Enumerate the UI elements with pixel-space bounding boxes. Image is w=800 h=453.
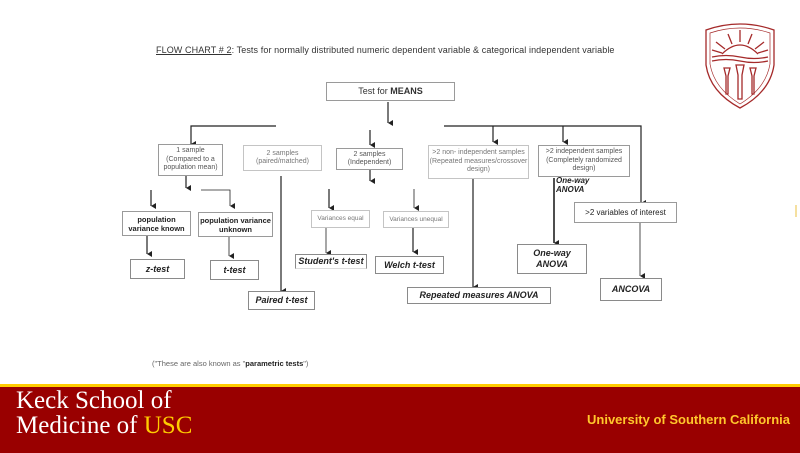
wordmark-line2: Medicine of USC <box>16 413 192 438</box>
node-two-paired: 2 samples (paired/matched) <box>243 145 322 171</box>
result-ancova: ANCOVA <box>600 278 662 301</box>
node-gt2-variables: >2 variables of interest <box>574 202 677 223</box>
edge-marker <box>795 205 797 217</box>
result-welch-t-test: Welch t-test <box>375 256 444 274</box>
footer-banner <box>0 384 800 453</box>
node-pop-var-known: population variance known <box>122 211 191 236</box>
node-test-for-means: Test for MEANS <box>326 82 455 101</box>
ancova-label: ANCOVA <box>611 284 651 295</box>
result-paired-t-test: Paired t-test <box>248 291 315 310</box>
edge-root-one-sample <box>190 125 276 147</box>
pop-known-label: population variance known <box>128 214 185 233</box>
keck-school-wordmark: Keck School of Medicine of USC <box>16 388 192 438</box>
node-two-independent: 2 samples (Independent) <box>336 148 403 170</box>
var-unequal-label: Variances unequal <box>389 215 443 223</box>
title-rest: : Tests for normally distributed numeric… <box>231 45 615 55</box>
university-name: University of Southern California <box>587 412 790 427</box>
z-test-label: z-test <box>145 263 170 274</box>
students-label: Student's t-test <box>298 256 364 267</box>
result-oneway-anova: One-way ANOVA <box>517 244 587 274</box>
flowchart-title: FLOW CHART # 2: Tests for normally distr… <box>156 45 615 55</box>
wordmark-usc: USC <box>143 412 193 439</box>
root-plain: Test for <box>358 86 388 97</box>
gt2-ind-label: >2 independent samples (Completely rando… <box>545 148 623 173</box>
result-students-t-test: Student's t-test <box>295 254 367 269</box>
wordmark-line2-a: Medicine of <box>16 412 144 439</box>
paired-label: Paired t-test <box>255 295 308 306</box>
edge-to-pop-unknown <box>201 189 235 209</box>
node-var-unequal: Variances unequal <box>383 211 449 228</box>
result-z-test: z-test <box>130 259 185 279</box>
root-bold: MEANS <box>390 86 423 97</box>
footnote-after: ") <box>303 359 309 368</box>
footnote-before: ("These are also known as " <box>152 359 246 368</box>
edge-label-oneway-anova: One-way ANOVA <box>556 176 590 195</box>
usc-shield-icon <box>705 23 775 109</box>
pop-unknown-label: population variance unknown <box>200 215 271 234</box>
title-prefix: FLOW CHART # 2 <box>156 45 232 55</box>
edge-right-bus <box>444 125 646 206</box>
repeated-label: Repeated measures ANOVA <box>419 290 539 301</box>
one-sample-label: 1 sample (Compared to a population mean) <box>163 147 218 172</box>
node-pop-var-unknown: population variance unknown <box>198 212 273 237</box>
wordmark-line1: Keck School of <box>16 387 172 414</box>
t-test-label: t-test <box>223 264 246 275</box>
result-t-test: t-test <box>210 260 259 280</box>
gt2-nonind-label: >2 non- independent samples (Repeated me… <box>429 149 528 174</box>
node-var-equal: Variances equal <box>311 210 370 228</box>
node-one-sample: 1 sample (Compared to a population mean) <box>158 144 223 176</box>
footnote: ("These are also known as "parametric te… <box>152 359 308 368</box>
var-equal-label: Variances equal <box>317 215 364 223</box>
footnote-bold: parametric tests <box>245 359 304 368</box>
oneway-label: One-way ANOVA <box>533 248 571 269</box>
node-gt2-independent: >2 independent samples (Completely rando… <box>538 145 630 177</box>
gt2-vars-label: >2 variables of interest <box>585 207 666 217</box>
result-repeated-measures-anova: Repeated measures ANOVA <box>407 287 551 304</box>
two-independent-label: 2 samples (Independent) <box>347 150 392 166</box>
two-paired-label: 2 samples (paired/matched) <box>256 149 309 165</box>
node-gt2-nonindependent: >2 non- independent samples (Repeated me… <box>428 145 529 179</box>
welch-label: Welch t-test <box>384 259 435 270</box>
